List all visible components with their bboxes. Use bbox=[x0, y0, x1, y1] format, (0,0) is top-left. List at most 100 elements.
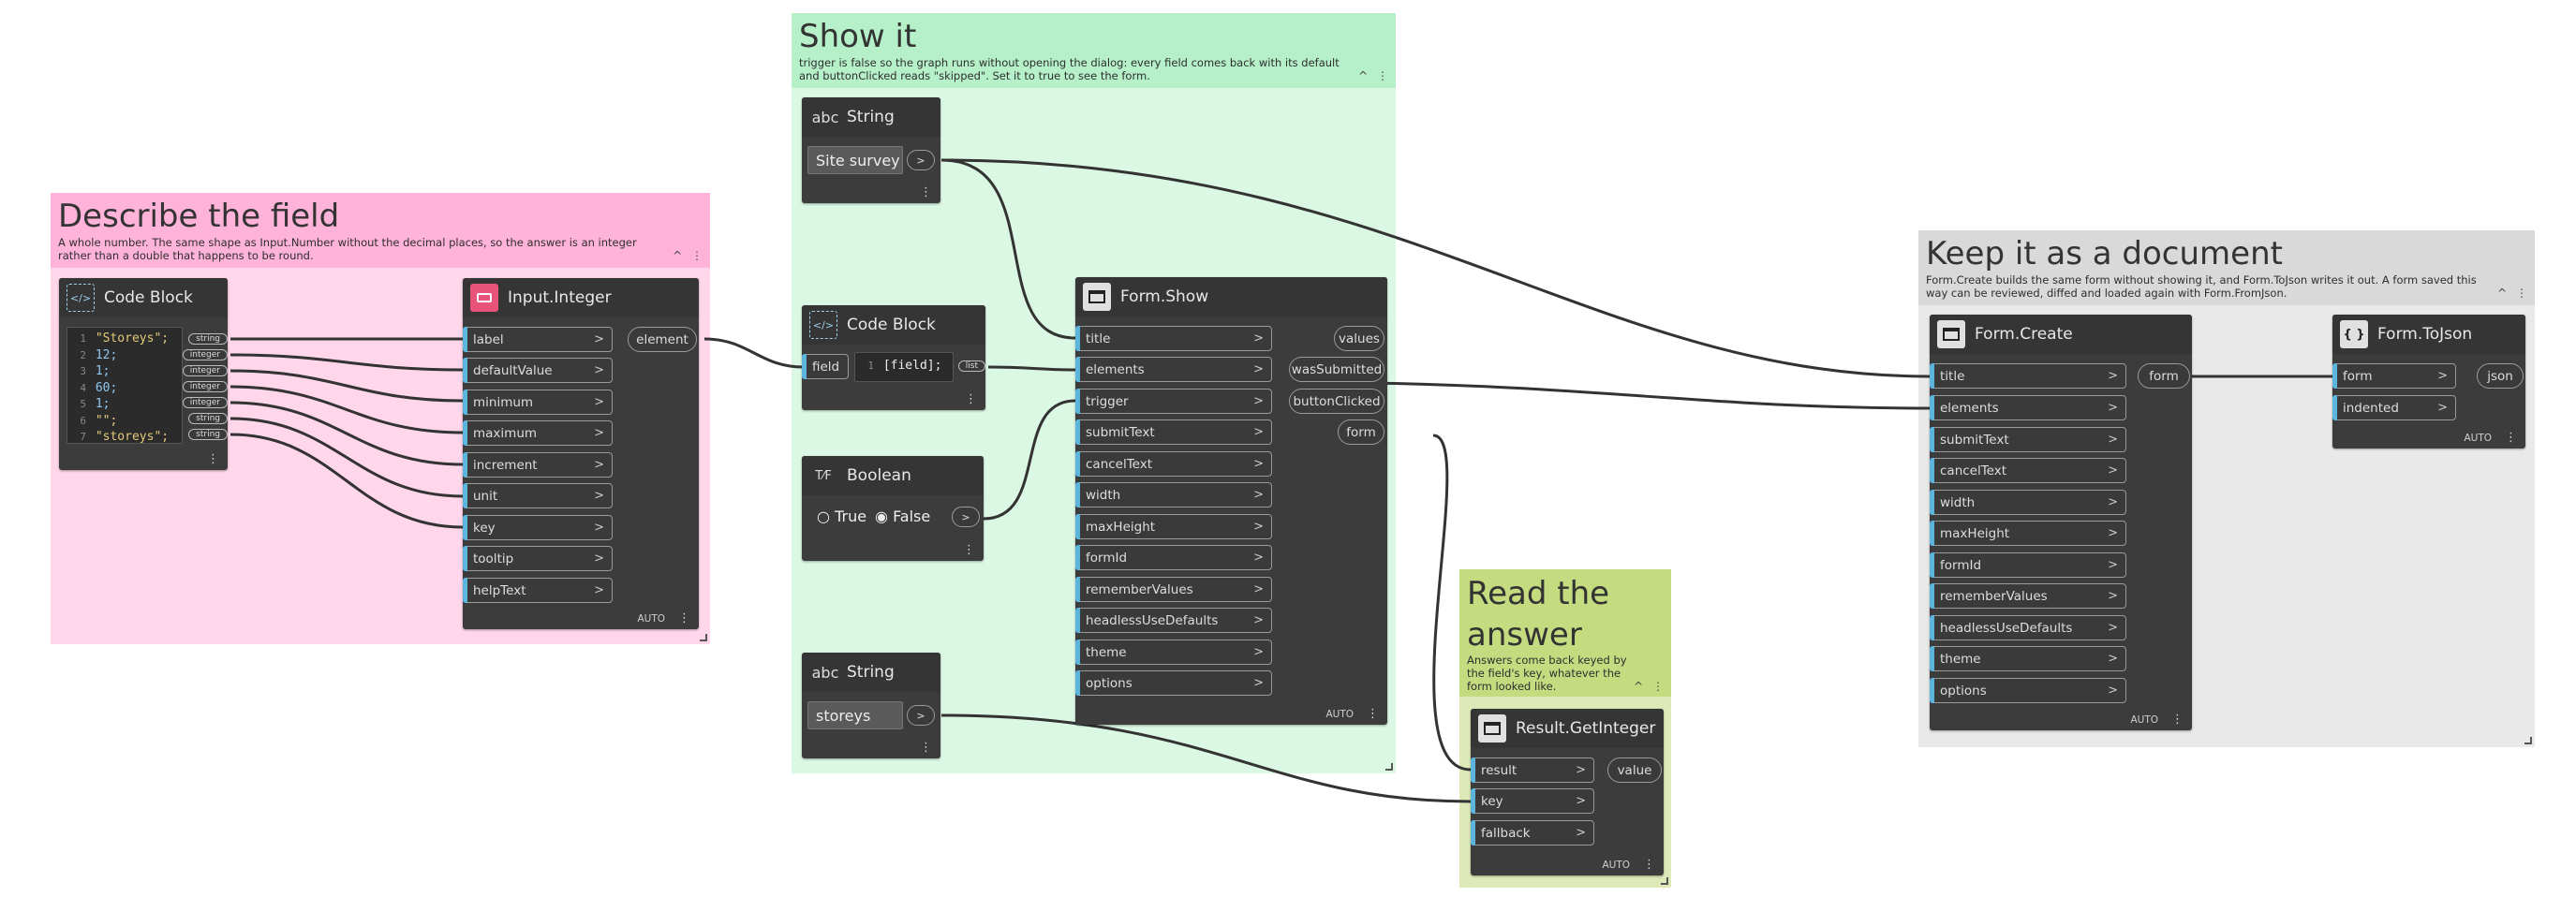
node-header[interactable]: </> Code Block bbox=[802, 305, 985, 345]
input-port-minimum[interactable]: minimum> bbox=[463, 390, 613, 415]
output-type-tag[interactable]: integer bbox=[182, 381, 228, 392]
input-port-field[interactable]: field bbox=[802, 354, 849, 379]
input-port-maxheight[interactable]: maxHeight> bbox=[1075, 514, 1272, 539]
node-boolean[interactable]: T⁄F Boolean ○ True ◉ False > ⋮ bbox=[802, 456, 984, 561]
collapse-icon[interactable]: ^ bbox=[1358, 69, 1369, 82]
input-port-canceltext[interactable]: cancelText> bbox=[1930, 458, 2126, 483]
node-code-block-list[interactable]: </> Code Block field 1 [field]; list ⋮ bbox=[802, 305, 985, 410]
output-port[interactable]: > bbox=[907, 705, 935, 726]
input-port-submittext[interactable]: submitText> bbox=[1930, 427, 2126, 452]
resize-handle[interactable] bbox=[700, 634, 707, 641]
node-menu-icon[interactable]: ⋮ bbox=[2505, 431, 2517, 445]
output-port-json[interactable]: json bbox=[2477, 363, 2524, 389]
node-menu-icon[interactable]: ⋮ bbox=[1643, 858, 1655, 872]
output-type-tag[interactable]: string bbox=[188, 333, 228, 345]
resize-handle[interactable] bbox=[2524, 737, 2532, 744]
lacing-label[interactable]: AUTO bbox=[1602, 859, 1630, 871]
input-port-tooltip[interactable]: tooltip> bbox=[463, 546, 613, 571]
resize-handle[interactable] bbox=[1661, 877, 1668, 885]
input-port-theme[interactable]: theme> bbox=[1930, 646, 2126, 671]
node-menu-icon[interactable]: ⋮ bbox=[920, 741, 932, 755]
menu-icon[interactable]: ⋮ bbox=[2516, 287, 2527, 300]
code-editor[interactable]: 1 [field]; bbox=[854, 352, 954, 382]
input-port-title[interactable]: title> bbox=[1075, 326, 1272, 351]
group-controls[interactable]: ^ ⋮ bbox=[2497, 287, 2527, 300]
input-port-result[interactable]: result> bbox=[1471, 757, 1594, 783]
node-header[interactable]: abc String bbox=[802, 97, 940, 137]
output-port-value[interactable]: value bbox=[1607, 757, 1662, 783]
input-port-defaultvalue[interactable]: defaultValue> bbox=[463, 358, 613, 383]
input-port-unit[interactable]: unit> bbox=[463, 483, 613, 508]
node-header[interactable]: Form.Show bbox=[1075, 277, 1387, 316]
output-type-tag[interactable]: string bbox=[188, 429, 228, 440]
output-type-tag[interactable]: list bbox=[957, 360, 985, 372]
output-type-tag[interactable]: integer bbox=[182, 365, 228, 376]
node-menu-icon[interactable]: ⋮ bbox=[920, 185, 932, 199]
input-port-headlessusedefaults[interactable]: headlessUseDefaults> bbox=[1930, 615, 2126, 640]
input-port-label[interactable]: label> bbox=[463, 327, 613, 352]
lacing-label[interactable]: AUTO bbox=[2130, 713, 2158, 726]
lacing-label[interactable]: AUTO bbox=[1325, 708, 1354, 720]
node-header[interactable]: Form.Create bbox=[1930, 315, 2192, 354]
input-port-maxheight[interactable]: maxHeight> bbox=[1930, 521, 2126, 546]
group-controls[interactable]: ^ ⋮ bbox=[1634, 680, 1664, 693]
input-port-form[interactable]: form> bbox=[2332, 363, 2456, 389]
node-menu-icon[interactable]: ⋮ bbox=[678, 611, 690, 625]
string-input[interactable]: Site survey bbox=[807, 146, 903, 174]
output-port-form[interactable]: form bbox=[1338, 419, 1384, 445]
node-string-title[interactable]: abc String Site survey > ⋮ bbox=[802, 97, 940, 203]
resize-handle[interactable] bbox=[1385, 763, 1393, 771]
node-form-create[interactable]: Form.Create title> elements> submitText>… bbox=[1930, 315, 2192, 730]
output-port[interactable]: > bbox=[952, 507, 980, 527]
input-port-elements[interactable]: elements> bbox=[1075, 357, 1272, 382]
input-port-increment[interactable]: increment> bbox=[463, 452, 613, 478]
code-editor[interactable]: 1 "Storeys"; 2 12; 3 1; 4 60; 5 1; 6 "";… bbox=[67, 327, 183, 444]
input-port-headlessusedefaults[interactable]: headlessUseDefaults> bbox=[1075, 608, 1272, 633]
node-menu-icon[interactable]: ⋮ bbox=[1367, 707, 1379, 721]
input-port-formid[interactable]: formId> bbox=[1930, 552, 2126, 578]
input-port-indented[interactable]: indented> bbox=[2332, 395, 2456, 420]
input-port-fallback[interactable]: fallback> bbox=[1471, 820, 1594, 846]
output-port-form[interactable]: form bbox=[2138, 363, 2190, 389]
input-port-canceltext[interactable]: cancelText> bbox=[1075, 451, 1272, 477]
menu-icon[interactable]: ⋮ bbox=[1377, 69, 1388, 82]
radio-false[interactable]: ◉ False bbox=[875, 507, 931, 525]
node-menu-icon[interactable]: ⋮ bbox=[207, 452, 219, 466]
node-menu-icon[interactable]: ⋮ bbox=[963, 543, 975, 557]
input-port-helptext[interactable]: helpText> bbox=[463, 578, 613, 603]
group-controls[interactable]: ^ ⋮ bbox=[673, 249, 703, 262]
node-menu-icon[interactable]: ⋮ bbox=[965, 392, 977, 406]
input-port-remembervalues[interactable]: rememberValues> bbox=[1930, 583, 2126, 609]
input-port-elements[interactable]: elements> bbox=[1930, 395, 2126, 420]
collapse-icon[interactable]: ^ bbox=[1634, 680, 1644, 693]
lacing-label[interactable]: AUTO bbox=[2464, 432, 2492, 444]
node-form-tojson[interactable]: { } Form.ToJson form> indented> json AUT… bbox=[2332, 315, 2525, 448]
collapse-icon[interactable]: ^ bbox=[673, 249, 683, 262]
collapse-icon[interactable]: ^ bbox=[2497, 287, 2508, 300]
output-port-values[interactable]: values bbox=[1334, 326, 1384, 351]
node-input-integer[interactable]: Input.Integer label> defaultValue> minim… bbox=[463, 278, 699, 629]
input-port-options[interactable]: options> bbox=[1930, 678, 2126, 703]
menu-icon[interactable]: ⋮ bbox=[691, 249, 703, 262]
output-port[interactable]: > bbox=[907, 150, 935, 170]
input-port-formid[interactable]: formId> bbox=[1075, 545, 1272, 570]
node-form-show[interactable]: Form.Show title> elements> trigger> subm… bbox=[1075, 277, 1387, 725]
node-string-key[interactable]: abc String storeys > ⋮ bbox=[802, 653, 940, 758]
node-code-block[interactable]: </> Code Block 1 "Storeys"; 2 12; 3 1; 4… bbox=[59, 278, 228, 470]
radio-true[interactable]: ○ True bbox=[817, 507, 867, 525]
lacing-label[interactable]: AUTO bbox=[637, 612, 665, 625]
input-port-width[interactable]: width> bbox=[1930, 490, 2126, 515]
input-port-maximum[interactable]: maximum> bbox=[463, 420, 613, 446]
node-header[interactable]: </> Code Block bbox=[59, 278, 228, 317]
output-type-tag[interactable]: integer bbox=[182, 349, 228, 360]
node-header[interactable]: Result.GetInteger bbox=[1471, 709, 1664, 748]
group-controls[interactable]: ^ ⋮ bbox=[1358, 69, 1388, 82]
input-port-key[interactable]: key> bbox=[1471, 788, 1594, 814]
input-port-options[interactable]: options> bbox=[1075, 670, 1272, 696]
input-port-theme[interactable]: theme> bbox=[1075, 640, 1272, 665]
input-port-submittext[interactable]: submitText> bbox=[1075, 419, 1272, 445]
input-port-key[interactable]: key> bbox=[463, 515, 613, 540]
input-port-title[interactable]: title> bbox=[1930, 363, 2126, 389]
output-port-buttonclicked[interactable]: buttonClicked bbox=[1289, 389, 1384, 414]
